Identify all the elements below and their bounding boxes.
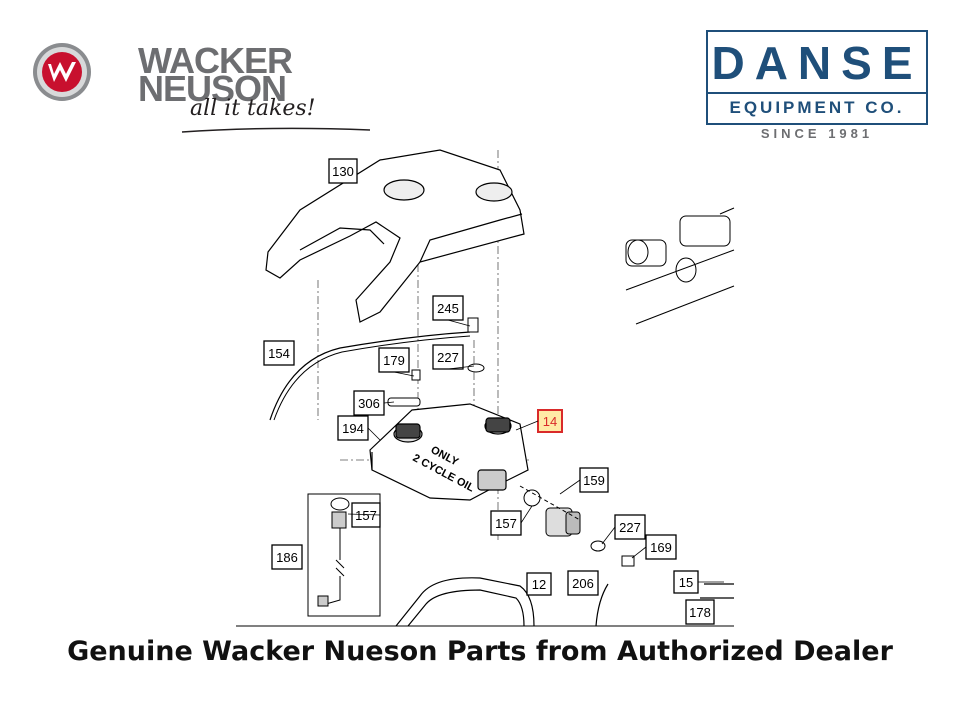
tagline-underline	[181, 127, 371, 133]
danse-divider	[708, 92, 926, 94]
neuson-word: NEUSON	[138, 68, 287, 109]
callout-154: 154	[268, 346, 290, 361]
cover-shroud	[265, 149, 525, 323]
wacker-neuson-logo: WACKER NEUSON all it takes!	[30, 38, 371, 138]
callout-178: 178	[689, 605, 711, 620]
callout-227-lower: 227	[619, 520, 641, 535]
callout-labels: 130 245 154 179 227 306 194 14 159 157 1…	[268, 164, 711, 620]
oil-tank: 2 CYCLE OIL ONLY	[369, 403, 529, 501]
callout-206: 206	[572, 576, 594, 591]
oil-cap-assembly	[519, 485, 581, 537]
wacker-word: WACKER	[138, 40, 293, 81]
callout-boxes	[263, 158, 715, 625]
danse-since: SINCE 1981	[760, 126, 874, 141]
fasteners	[387, 317, 635, 567]
footer-caption: Genuine Wacker Nueson Parts from Authori…	[67, 636, 893, 667]
dipstick-inset	[307, 493, 381, 617]
fuel-line	[269, 331, 471, 421]
callout-169: 169	[650, 540, 672, 555]
danse-subtitle: EQUIPMENT CO.	[729, 98, 905, 117]
callout-157-dipstick: 157	[355, 508, 377, 523]
handle-bracket-assembly	[625, 207, 735, 325]
handle-frame	[395, 577, 734, 627]
callout-14: 14	[543, 414, 557, 429]
callout-130: 130	[332, 164, 354, 179]
callout-157-cap: 157	[495, 516, 517, 531]
tagline: all it takes!	[190, 96, 316, 121]
wacker-w-emblem-icon	[33, 43, 91, 101]
danse-equipment-logo: DANSE EQUIPMENT CO.	[706, 30, 928, 125]
callout-159: 159	[583, 473, 605, 488]
callout-245: 245	[437, 301, 459, 316]
callout-186: 186	[276, 550, 298, 565]
callout-15: 15	[679, 575, 693, 590]
callout-leaders	[347, 319, 724, 583]
danse-name: DANSE	[711, 37, 923, 89]
callout-179: 179	[383, 353, 405, 368]
callout-306: 306	[358, 396, 380, 411]
callout-12: 12	[532, 577, 546, 592]
callout-227: 227	[437, 350, 459, 365]
callout-194: 194	[342, 421, 364, 436]
